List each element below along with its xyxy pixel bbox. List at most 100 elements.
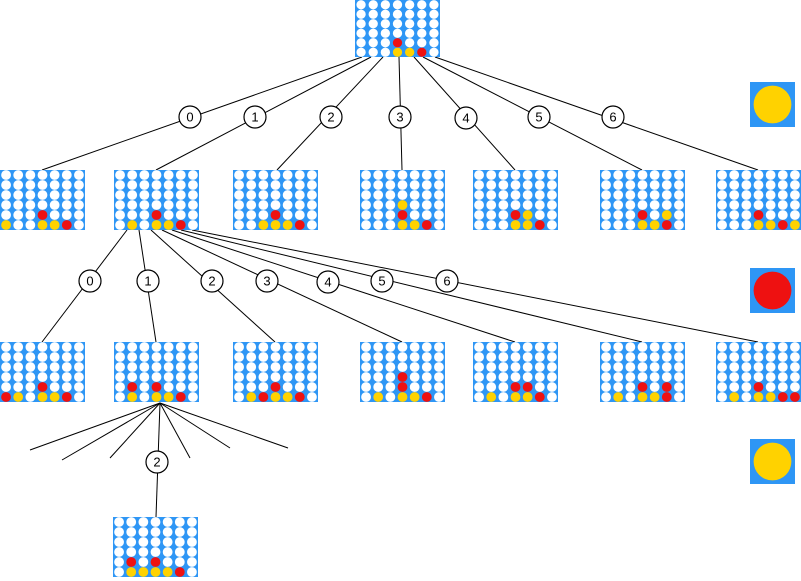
cell [294,382,305,392]
cell [661,392,672,402]
cell [547,180,557,190]
cell [307,180,317,190]
cell [139,362,150,372]
cell [753,342,764,352]
edge-label-circle [255,269,279,293]
edge-label-3: 3 [388,105,412,129]
cell [163,170,174,180]
cell [397,220,408,230]
cell [613,170,624,180]
edge-label-1: 1 [136,269,160,293]
cell [175,362,186,372]
cell [404,0,415,10]
cell [474,342,484,352]
cell [246,180,257,190]
cell [601,220,611,230]
cell [361,362,371,372]
cell [429,0,439,10]
cell [385,372,396,382]
cell [270,220,281,230]
cell [151,362,162,372]
cell [282,180,293,190]
cell [498,170,509,180]
cell [361,352,371,362]
cell [674,352,684,362]
cell [373,200,384,210]
cell [741,170,752,180]
cell [49,352,60,362]
edge-label-text: 0 [186,110,193,125]
cell [127,190,138,200]
cell [368,0,378,10]
cell [741,372,752,382]
cell [175,170,186,180]
cell [486,392,497,402]
cell [25,190,36,200]
edge-label-text: 6 [609,110,616,125]
cell [127,220,138,230]
cell [601,352,611,362]
cell [162,517,173,527]
cell [421,382,432,392]
edge-label-text: 5 [535,110,542,125]
cell [613,382,624,392]
cell [649,342,660,352]
cell [421,190,432,200]
cell [187,527,197,537]
edge-label-circle [136,269,160,293]
cell [127,170,138,180]
cell [115,220,125,230]
cell [115,382,125,392]
cell [753,190,764,200]
cell [188,170,198,180]
cell [258,190,269,200]
cell [258,210,269,220]
cell [637,180,648,190]
cell [392,9,403,19]
cell [790,220,800,230]
cell [429,19,439,29]
cell [421,170,432,180]
board-grid [360,170,445,230]
cell [373,220,384,230]
cell [258,362,269,372]
cell [37,352,48,362]
cell [127,392,138,402]
cell [368,19,378,29]
edge-label-text: 4 [462,111,469,126]
cell [1,170,11,180]
cell [790,200,800,210]
cell [13,342,24,352]
cell [373,180,384,190]
cell [510,362,521,372]
cell [397,342,408,352]
cell [126,537,137,547]
cell [498,392,509,402]
cell [486,342,497,352]
cell [637,362,648,372]
cell [674,342,684,352]
cell [188,200,198,210]
cell [421,200,432,210]
cell [790,180,800,190]
cell [474,200,484,210]
cell [175,342,186,352]
cell [74,200,84,210]
cell [138,557,149,567]
cell [37,372,48,382]
cell [729,170,740,180]
cell [397,190,408,200]
cell [234,170,244,180]
cell [547,372,557,382]
cell [163,180,174,190]
cell [717,362,727,372]
cell [174,537,185,547]
edge-label-0: 0 [178,105,202,129]
cell [115,190,125,200]
cell [361,190,371,200]
cell [729,210,740,220]
cell [510,382,521,392]
cell [717,352,727,362]
cell [777,372,788,382]
cell [397,392,408,402]
